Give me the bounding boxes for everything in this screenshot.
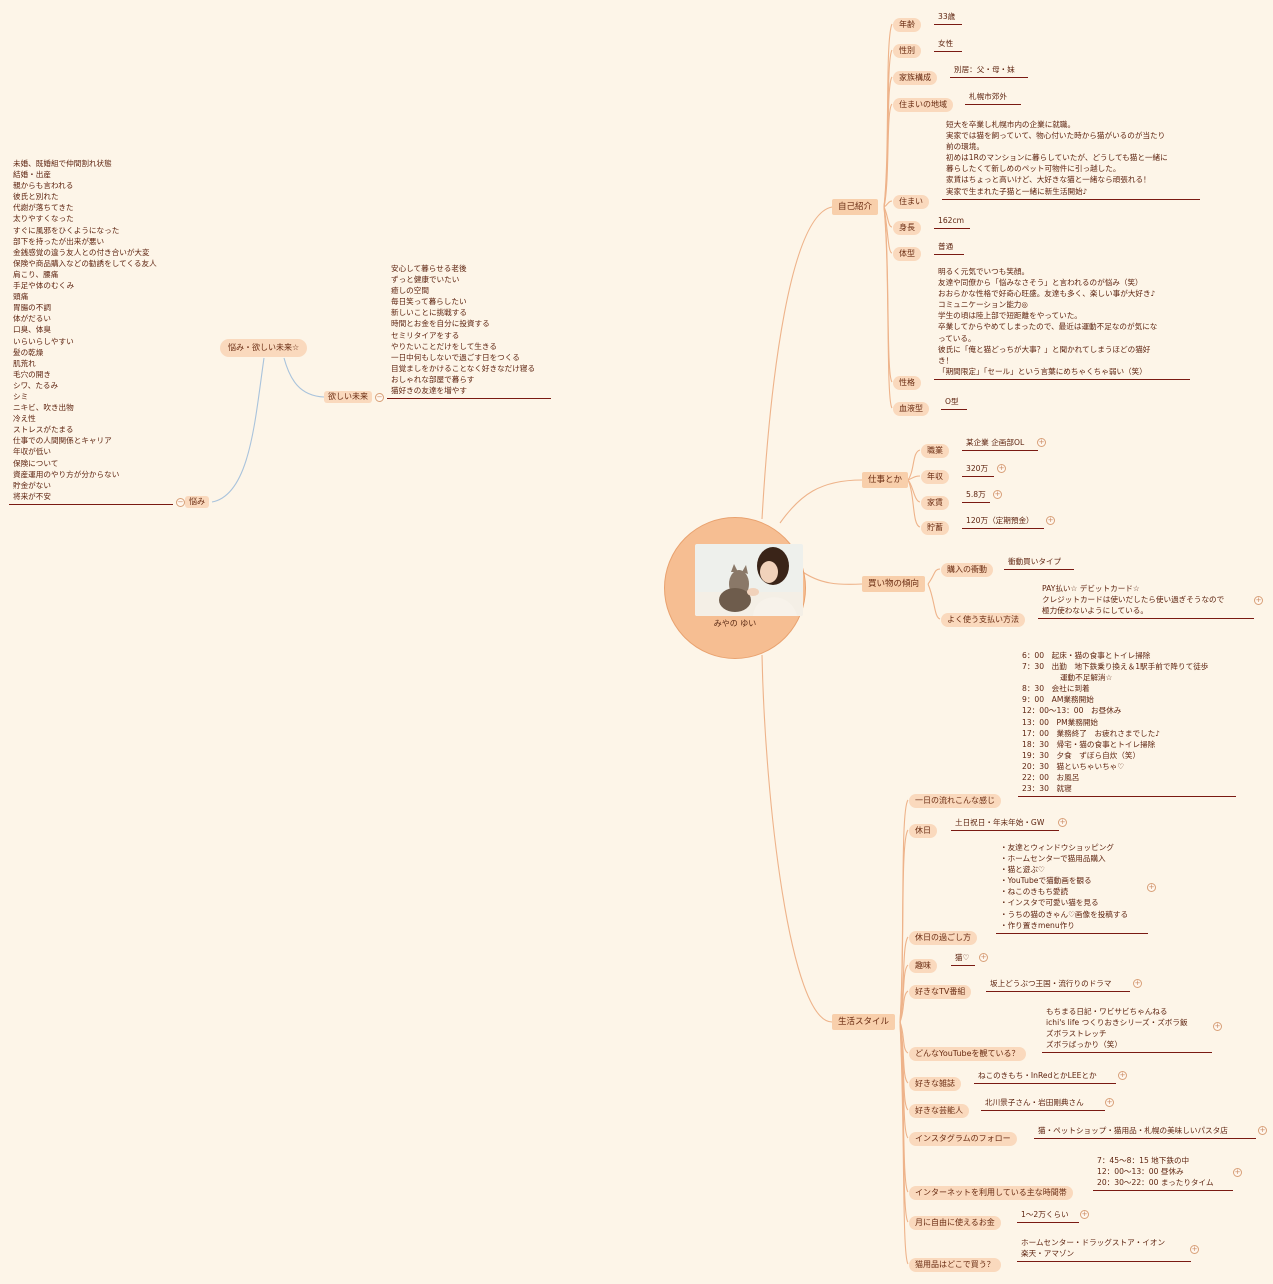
node-impulse[interactable]: 購入の衝動 [941,563,993,577]
collapse-icon[interactable]: − [375,393,384,402]
central-topic[interactable]: みやの ゆい [664,517,806,659]
tv-value: 坂上どうぶつ王国・流行りのドラマ [986,978,1130,993]
node-job[interactable]: 職業 [921,444,949,458]
family-value: 別居：父・母・妹 [950,64,1028,79]
expand-icon[interactable]: + [1254,596,1263,605]
node-region[interactable]: 住まいの地域 [893,98,953,112]
expand-icon[interactable]: + [1118,1071,1127,1080]
node-daily-flow[interactable]: 一日の流れこんな感じ [909,794,1001,808]
branch-shopping[interactable]: 買い物の傾向 [862,576,926,592]
cat-goods-value: ホームセンター・ドラッグストア・イオン 楽天・アマゾン [1017,1237,1191,1263]
income-value: 320万 [962,463,994,478]
body-value: 普通 [934,241,964,256]
node-body[interactable]: 体型 [893,247,921,261]
node-desired-future[interactable]: 欲しい未来 [324,391,372,403]
celebrity-value: 北川景子さん・岩田剛典さん [981,1097,1105,1112]
expand-icon[interactable]: + [1046,516,1055,525]
holiday-value: 土日祝日・年末年始・GW [951,817,1059,832]
node-height[interactable]: 身長 [893,221,921,235]
expand-icon[interactable]: + [1080,1210,1089,1219]
expand-icon[interactable]: + [979,953,988,962]
money-value: 1〜2万くらい [1017,1209,1079,1224]
region-value: 札幌市郊外 [965,91,1021,106]
age-value: 33歳 [934,11,962,26]
expand-icon[interactable]: + [1133,979,1142,988]
node-internet[interactable]: インターネットを利用している主な時間帯 [909,1186,1073,1200]
expand-icon[interactable]: + [1190,1245,1199,1254]
node-home[interactable]: 住まい [893,195,929,209]
expand-icon[interactable]: + [997,464,1006,473]
node-savings[interactable]: 貯蓄 [921,521,949,535]
node-income[interactable]: 年収 [921,470,949,484]
rent-value: 5.8万 [962,489,990,504]
node-blood[interactable]: 血液型 [893,402,929,416]
hobby-value: 猫♡ [951,952,975,967]
daily-flow-value: 6：00 起床・猫の食事とトイレ掃除 7：30 出勤 地下鉄乗り換え＆1駅手前で… [1018,650,1236,798]
instagram-value: 猫・ペットショップ・猫用品・札幌の美味しいパスタ店 [1034,1125,1256,1140]
node-family[interactable]: 家族構成 [893,71,937,85]
expand-icon[interactable]: + [1147,883,1156,892]
node-instagram[interactable]: インスタグラムのフォロー [909,1132,1017,1146]
expand-icon[interactable]: + [1213,1022,1222,1031]
expand-icon[interactable]: + [1105,1098,1114,1107]
node-cat-goods[interactable]: 猫用品はどこで買う？ [909,1258,1001,1272]
expand-icon[interactable]: + [993,490,1002,499]
gender-value: 女性 [934,38,962,53]
job-value: 某企業 企画部OL [962,437,1038,452]
desired-future-value: 安心して暮らせる老後 ずっと健康でいたい 癒しの空間 毎日笑って暮らしたい 新し… [387,263,551,400]
collapse-icon[interactable]: − [176,498,185,507]
node-tv[interactable]: 好きなTV番組 [909,985,972,999]
worries-value: 未婚、既婚組で仲間割れ状態 結婚・出産 親からも言われる 彼氏と別れた 代謝が落… [9,158,173,505]
expand-icon[interactable]: + [1258,1126,1267,1135]
node-gender[interactable]: 性別 [893,44,921,58]
branch-lifestyle[interactable]: 生活スタイル [832,1014,896,1030]
node-hobby[interactable]: 趣味 [909,959,937,973]
savings-value: 120万（定期預金） [962,515,1044,530]
holiday-spend-value: ・友達とウィンドウショッピング ・ホームセンターで猫用品購入 ・猫と遊ぶ♡ ・Y… [996,842,1148,934]
node-magazine[interactable]: 好きな雑誌 [909,1077,961,1091]
node-rent[interactable]: 家賃 [921,496,949,510]
youtube-value: もちまる日記・ワビサビちゃんねる ichi's life つくりおきシリーズ・ズ… [1042,1006,1212,1054]
expand-icon[interactable]: + [1058,818,1067,827]
branch-worries-future[interactable]: 悩み・欲しい未来☆ [220,339,308,357]
node-holiday[interactable]: 休日 [909,824,937,838]
central-topic-label: みやの ゆい [713,619,757,628]
height-value: 162cm [934,215,970,230]
personality-value: 明るく元気でいつも笑顔。 友達や同僚から「悩みなさそう」と言われるのが悩み（笑）… [934,266,1190,380]
node-payment[interactable]: よく使う支払い方法 [941,613,1025,627]
impulse-value: 衝動買いタイプ [1004,556,1074,571]
node-money[interactable]: 月に自由に使えるお金 [909,1216,1001,1230]
node-youtube[interactable]: どんなYouTubeを観ている？ [909,1047,1026,1061]
node-worries[interactable]: 悩み [185,496,209,508]
home-value: 短大を卒業し札幌市内の企業に就職。 実家では猫を飼っていて、物心付いた時から猫が… [942,119,1200,200]
payment-value: PAY払い☆ デビットカード☆ クレジットカードは使いだしたら使い過ぎそうなので… [1038,583,1254,620]
blood-value: O型 [941,396,967,411]
node-age[interactable]: 年齢 [893,18,921,32]
node-celebrity[interactable]: 好きな芸能人 [909,1104,969,1118]
branch-self-intro[interactable]: 自己紹介 [832,199,879,215]
node-personality[interactable]: 性格 [893,376,921,390]
branch-work[interactable]: 仕事とか [862,472,909,488]
internet-value: 7：45〜8：15 地下鉄の中 12：00〜13：00 昼休み 20：30〜22… [1093,1155,1233,1192]
expand-icon[interactable]: + [1037,438,1046,447]
magazine-value: ねこのきもち・InRedとかLEEとか [974,1070,1116,1085]
expand-icon[interactable]: + [1233,1168,1242,1177]
profile-photo [695,544,803,616]
node-holiday-spend[interactable]: 休日の過ごし方 [909,931,977,945]
